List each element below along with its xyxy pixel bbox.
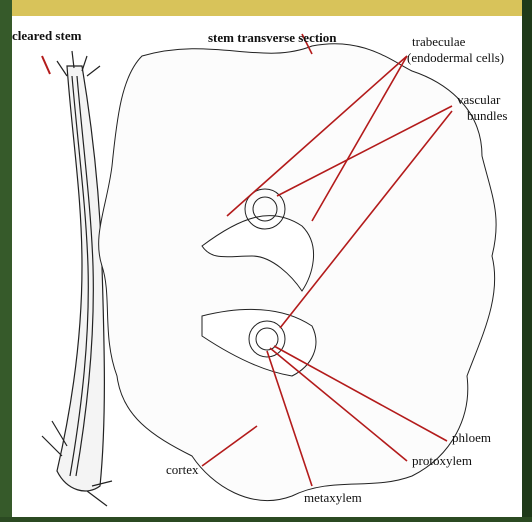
- left-frame-strip: [0, 0, 12, 517]
- endodermal-label: (endodermal cells): [407, 50, 504, 65]
- bundles-label: bundles: [467, 108, 507, 123]
- metaxylem-label: metaxylem: [304, 490, 362, 505]
- right-frame-strip: [522, 0, 532, 517]
- cortex-label: cortex: [166, 462, 198, 477]
- figure-panel: cleared stem stem transverse section tra…: [12, 16, 522, 517]
- vascular-label: vascular: [457, 92, 500, 107]
- cleared-stem-leader: [42, 56, 50, 74]
- stem-section-drawing: [99, 44, 497, 501]
- top-frame-strip: [0, 0, 532, 16]
- cleared-stem-label: cleared stem: [12, 28, 81, 43]
- protoxylem-label: protoxylem: [412, 453, 472, 468]
- trabeculae-label: trabeculae: [412, 34, 465, 49]
- phloem-label: phloem: [452, 430, 491, 445]
- stem-diagram: [12, 16, 522, 517]
- stem-section-label: stem transverse section: [208, 30, 337, 45]
- cleared-stem-drawing: [42, 51, 112, 506]
